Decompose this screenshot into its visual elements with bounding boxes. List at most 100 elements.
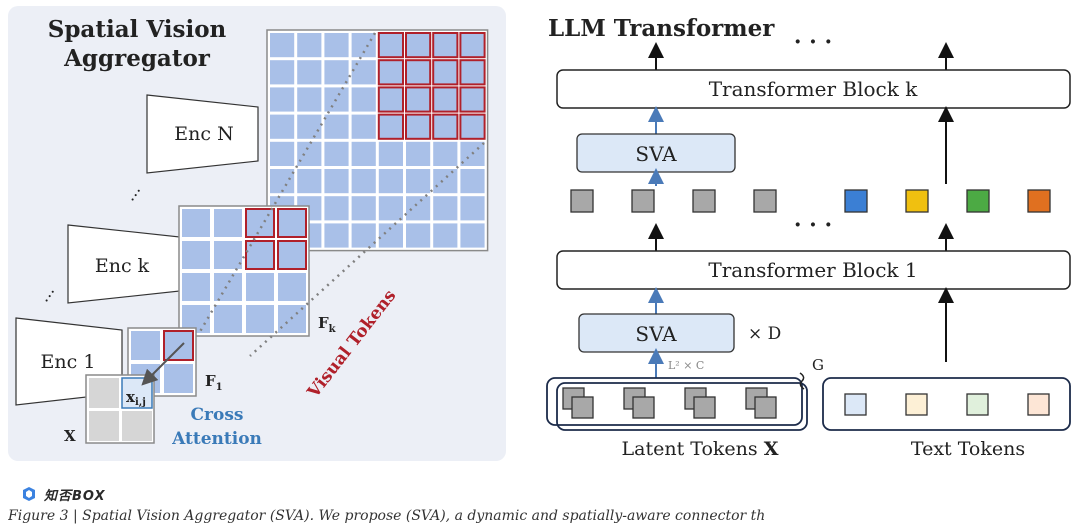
feature-map-n-selected-cell <box>405 113 432 140</box>
feature-map-n-cell <box>270 87 295 112</box>
feature-map-n-cell <box>270 141 295 166</box>
feature-map-n-cell <box>270 33 295 58</box>
latent-hidden-token <box>570 189 594 213</box>
figure-caption: Figure 3 | Spatial Vision Aggregator (SV… <box>8 508 766 524</box>
svg-text:Enc 1: Enc 1 <box>41 351 96 373</box>
feature-map-n-cell <box>324 196 349 221</box>
input-grid-cell <box>89 411 119 441</box>
feature-map-n-cell <box>351 223 376 248</box>
feature-map-n-selected-cell <box>377 86 404 113</box>
latent-hidden-token <box>753 189 777 213</box>
feature-map-n-cell <box>351 114 376 139</box>
text-tokens-box <box>822 377 1071 431</box>
text-hidden-token-orange <box>1027 189 1051 213</box>
feature-map-n-cell <box>378 223 403 248</box>
encoder-k: Enc k <box>67 224 181 304</box>
feature-map-1-cell <box>131 331 160 360</box>
feature-map-n-cell <box>351 169 376 194</box>
feature-map-n-cell <box>324 169 349 194</box>
cross-attention-label-line1: Cross <box>191 405 244 425</box>
latent-token-front <box>571 396 594 419</box>
watermark: 知否BOX <box>20 484 106 504</box>
feature-map-k-cell <box>182 241 210 269</box>
feature-map-n-selected-cell <box>405 59 432 86</box>
input-grid-cell <box>89 378 119 408</box>
text-hidden-token-green <box>966 189 990 213</box>
feature-map-n-cell <box>297 60 322 85</box>
feature-map-k-cell <box>214 241 242 269</box>
sva-bottom-label: SVA <box>635 322 677 346</box>
feature-map-n-cell <box>270 60 295 85</box>
feature-map-n-cell <box>406 141 431 166</box>
text-hidden-token-yellow <box>905 189 929 213</box>
feature-map-n-cell <box>297 141 322 166</box>
feature-map-n-cell <box>351 60 376 85</box>
feature-map-n-cell <box>324 60 349 85</box>
feature-map-n-cell <box>378 141 403 166</box>
feature-map-k <box>178 205 310 337</box>
transformer-block-k <box>556 69 1071 109</box>
feature-map-n-cell <box>324 114 349 139</box>
feature-map-n-selected-cell <box>459 59 486 86</box>
feature-map-n-cell <box>433 169 458 194</box>
feature-map-n-selected-cell <box>377 59 404 86</box>
visual-token-connector-lines <box>196 32 485 357</box>
latent-tokens-outer-box <box>546 377 803 426</box>
feature-map-n-cell <box>433 223 458 248</box>
sva-top-label: SVA <box>635 142 677 166</box>
feature-map-n-cell <box>378 196 403 221</box>
cross-attention-label-line2: Attention <box>171 429 262 449</box>
sva-title-line2: Aggregator <box>63 45 211 72</box>
latent-tokens-label: Latent Tokens X <box>622 438 779 460</box>
watermark-text: 知否BOX <box>44 488 106 504</box>
transformer-block-1-label: Transformer Block 1 <box>708 258 917 282</box>
feature-map-k-cell <box>246 305 274 333</box>
llm-transformer-title: LLM Transformer <box>548 15 775 42</box>
feature-map-n-cell <box>351 141 376 166</box>
latent-token-front <box>693 396 716 419</box>
l2c-label: L² × C <box>668 359 704 372</box>
feature-map-k-selected-cell <box>277 208 307 238</box>
fk-label: Fk <box>318 314 337 335</box>
feature-map-n-cell <box>324 223 349 248</box>
feature-map-n-cell <box>297 87 322 112</box>
feature-map-n-cell <box>297 169 322 194</box>
feature-map-1-cell <box>164 364 193 393</box>
mid-ellipsis: · · · <box>794 212 832 238</box>
feature-map-n-cell <box>324 33 349 58</box>
feature-map-n-selected-cell <box>432 59 459 86</box>
feature-map-k-selected-cell <box>245 208 275 238</box>
feature-map-n-selected-cell <box>459 32 486 59</box>
feature-map-n-cell <box>406 169 431 194</box>
feature-map-n-cell <box>406 223 431 248</box>
feature-map-n-cell <box>351 196 376 221</box>
text-token <box>1027 393 1050 416</box>
feature-map-n-cell <box>351 87 376 112</box>
top-ellipsis: · · · <box>794 29 832 55</box>
feature-map-n-selected-cell <box>405 32 432 59</box>
feature-map-n-cell <box>351 33 376 58</box>
f1-label: F1 <box>205 372 223 393</box>
feature-map-k-cell <box>246 273 274 301</box>
text-token <box>905 393 928 416</box>
feature-map-n-selected-cell <box>432 32 459 59</box>
latent-hidden-token <box>692 189 716 213</box>
latent-token-front <box>632 396 655 419</box>
input-grid-x <box>85 374 155 444</box>
logo-icon <box>23 487 35 501</box>
feature-map-n-cell <box>378 169 403 194</box>
svg-text:Enc k: Enc k <box>95 255 150 277</box>
feature-map-n-cell <box>324 141 349 166</box>
sva-title-line1: Spatial Vision <box>48 16 227 43</box>
latent-token-front <box>754 396 777 419</box>
feature-map-n-cell <box>270 169 295 194</box>
feature-map-n-cell <box>433 196 458 221</box>
feature-map-n-cell <box>406 196 431 221</box>
g-brace-icon <box>799 372 805 390</box>
svg-text:Enc N: Enc N <box>174 123 233 145</box>
feature-map-k-cell <box>182 273 210 301</box>
feature-map-k-cell <box>214 273 242 301</box>
feature-map-n-selected-cell <box>377 113 404 140</box>
encoder-n: Enc N <box>146 94 259 174</box>
